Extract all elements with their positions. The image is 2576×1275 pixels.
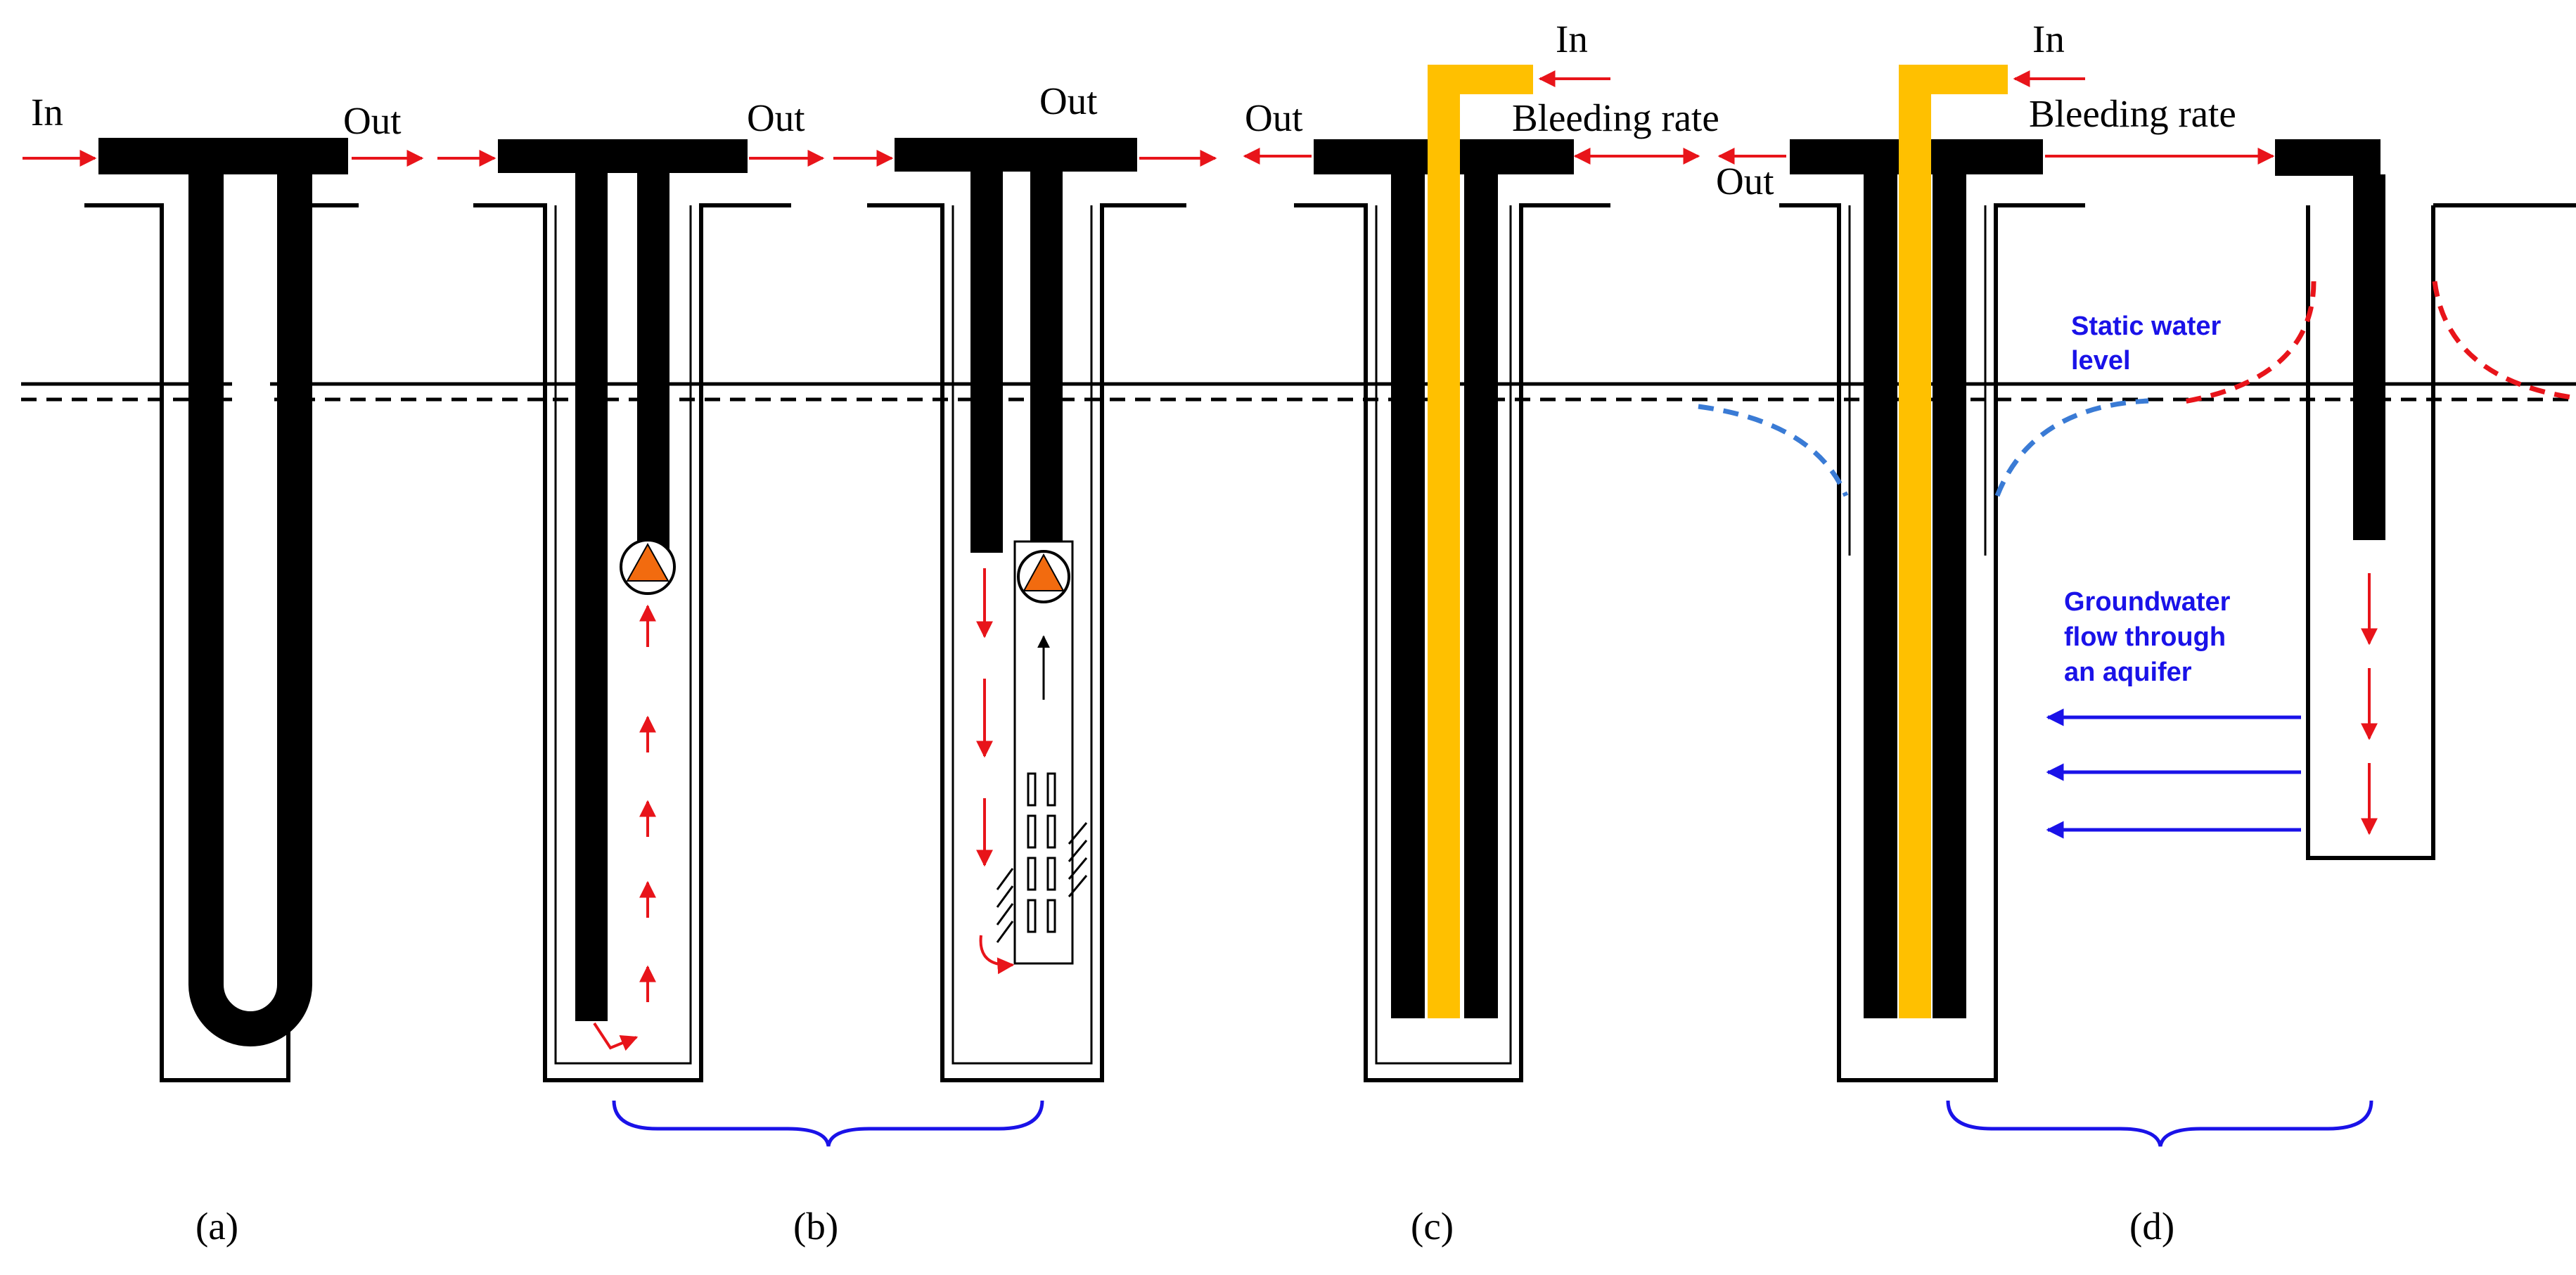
injection-well-downpipe xyxy=(2353,174,2385,540)
outlet-label-c: Out xyxy=(1245,96,1303,139)
inner-column xyxy=(1013,540,1074,965)
panel-a-closed-loop xyxy=(23,138,424,1082)
panel-b-well-2 xyxy=(833,138,1217,1082)
bottom-turn-arrow xyxy=(593,1022,639,1051)
inflow-hatches xyxy=(996,822,1088,943)
panel-b-well-1 xyxy=(437,139,825,1082)
injection-header-c xyxy=(1428,65,1533,94)
outlet-label-b1: Out xyxy=(747,96,805,139)
injection-well-header xyxy=(2275,139,2380,176)
injection-pipe-d xyxy=(1899,65,1931,1018)
outlet-label-d: Out xyxy=(1716,160,1774,203)
groundwater-label-1: Groundwater xyxy=(2064,587,2231,617)
bleeding-rate-label-d: Bleeding rate xyxy=(2029,92,2236,135)
injection-pipe-c xyxy=(1428,65,1460,1018)
downpipe-b2 xyxy=(970,172,1003,553)
outer-pipe-right-c xyxy=(1464,174,1498,1018)
inlet-label-c: In xyxy=(1556,18,1588,60)
outer-pipe-left-d xyxy=(1864,174,1897,1018)
header-pipe-b2 xyxy=(895,138,1137,172)
groundwater-label-3: an aquifer xyxy=(2064,658,2192,687)
outlet-label-b2: Out xyxy=(1039,79,1098,122)
panel-label-d: (d) xyxy=(2129,1205,2174,1248)
drawdown-curve-right xyxy=(1994,398,2149,497)
outer-pipe-left-c xyxy=(1391,174,1425,1018)
brace-d xyxy=(1946,1100,2373,1147)
mound-curve-right xyxy=(2432,281,2576,401)
casing-b1 xyxy=(554,205,692,1065)
uppipe-b1 xyxy=(637,173,669,567)
header-pipe-a xyxy=(98,138,348,174)
pump-b2 xyxy=(1017,550,1070,603)
panel-c-coaxial xyxy=(1243,65,1700,1082)
header-pipe-b1 xyxy=(498,139,748,173)
u-loop-pipe xyxy=(188,153,312,1046)
mound-curve-left xyxy=(2179,281,2317,405)
injection-well xyxy=(2306,205,2435,860)
static-water-level-label-1: Static water xyxy=(2071,312,2222,341)
bottom-turn-arrow-b2 xyxy=(979,935,1015,975)
brace-b xyxy=(612,1100,1044,1147)
bleeding-rate-label-c: Bleeding rate xyxy=(1512,96,1719,139)
inlet-label-a: In xyxy=(31,91,63,134)
outer-pipe-right-d xyxy=(1933,174,1966,1018)
inlet-label-d: In xyxy=(2032,18,2065,60)
panel-d-doublet xyxy=(1698,65,2576,1082)
groundwater-label-2: flow through xyxy=(2064,622,2226,652)
panel-label-b: (b) xyxy=(793,1205,838,1248)
u-loop-core xyxy=(232,174,270,985)
borehole-b2 xyxy=(867,203,1186,1082)
casing-c xyxy=(1375,205,1512,1065)
panel-label-c: (c) xyxy=(1411,1205,1454,1248)
uppipe-b2 xyxy=(1030,172,1063,544)
screen-slots xyxy=(1027,772,1056,933)
casing-b2 xyxy=(951,205,1093,1065)
drawdown-curve-left xyxy=(1698,404,1849,497)
injection-header-d xyxy=(1899,65,2008,94)
borehole-d xyxy=(1779,203,2085,1082)
pump-b1 xyxy=(620,539,676,595)
outlet-label-a: Out xyxy=(343,99,402,142)
panel-label-a: (a) xyxy=(196,1205,238,1248)
downpipe-b1 xyxy=(575,173,608,1021)
static-water-level-label-2: level xyxy=(2071,346,2131,376)
borehole-c xyxy=(1294,203,1610,1082)
borehole-b1 xyxy=(473,203,791,1082)
